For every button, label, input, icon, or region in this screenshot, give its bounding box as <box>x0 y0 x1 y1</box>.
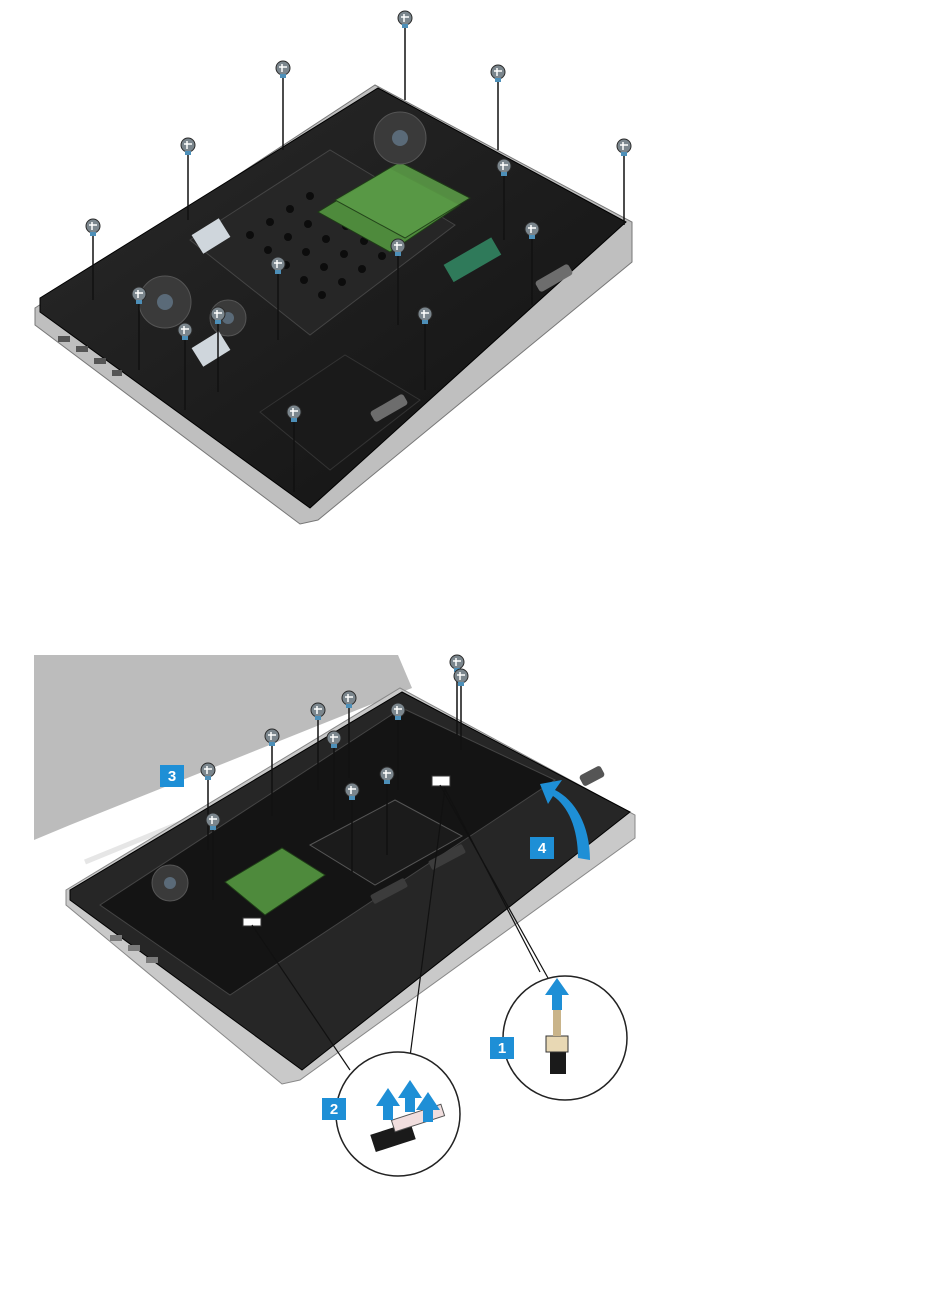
step-number: 1 <box>498 1040 506 1057</box>
fan-upper <box>374 112 426 164</box>
step-number: 3 <box>168 768 176 785</box>
detail-connector-1 <box>503 976 627 1100</box>
step-badge-3: 3 <box>160 765 184 787</box>
palmrest-removal-diagram: 3 4 1 2 <box>0 600 950 1200</box>
step-number: 2 <box>330 1101 338 1118</box>
step-badge-1: 1 <box>490 1037 514 1059</box>
step-badge-4: 4 <box>530 837 554 859</box>
fan <box>152 865 188 901</box>
step-number: 4 <box>538 840 547 857</box>
fan-left <box>139 276 191 328</box>
step-badge-2: 2 <box>322 1098 346 1120</box>
laptop-base-diagram <box>0 0 950 560</box>
detail-connector-2 <box>336 1052 460 1176</box>
